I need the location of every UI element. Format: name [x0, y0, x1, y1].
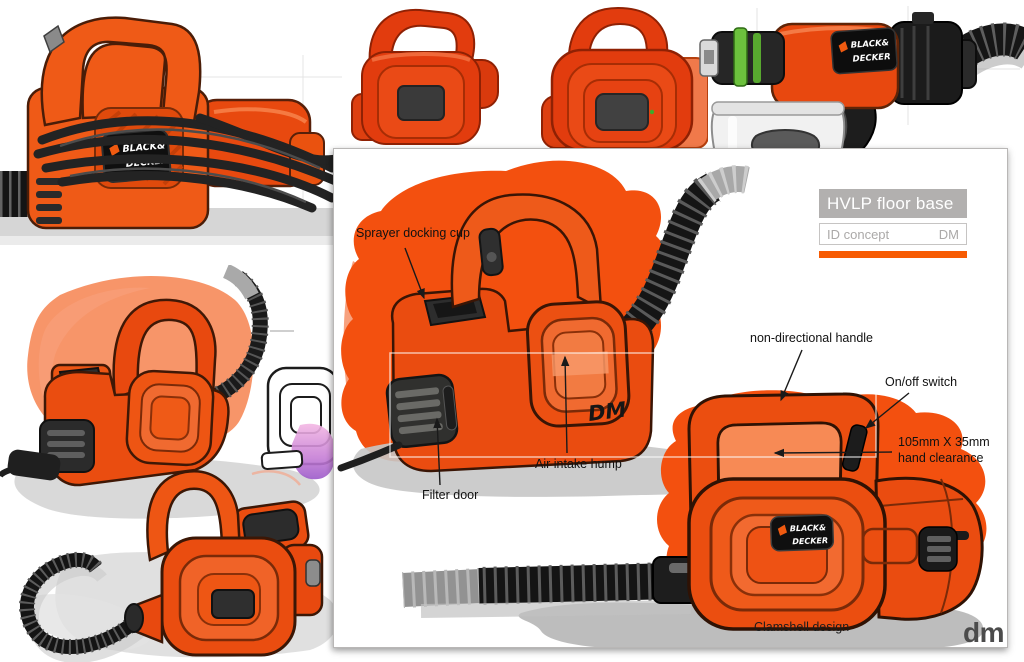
logo-text: DECKER — [852, 52, 891, 65]
nozzle — [7, 449, 61, 481]
leader-handle — [780, 349, 803, 402]
paint-cup — [710, 101, 846, 158]
label-sprayer-docking-cup: Sprayer docking cup — [356, 226, 470, 240]
leader-air-intake — [560, 355, 570, 454]
sheet-title: HVLP floor base — [819, 189, 967, 218]
carry-handle — [40, 16, 202, 127]
sketch-rear-annotated: BLACK& DECKER — [402, 390, 987, 647]
hand-clearance-line2: hand clearance — [898, 451, 984, 465]
title-block: HVLP floor base ID concept DM — [819, 189, 967, 258]
handle-tip — [43, 24, 65, 54]
logo-mark-icon — [777, 524, 787, 536]
leader-clearance — [773, 448, 893, 458]
label-non-directional-handle: non-directional handle — [750, 331, 874, 345]
black-decker-logo: BLACK& DECKER — [769, 514, 835, 552]
label-air-intake-hump: Air intake hump — [535, 457, 622, 471]
logo-mark-icon — [109, 143, 120, 157]
vent-slots — [36, 178, 62, 224]
leader-lines — [404, 247, 910, 486]
label-filter-door: Filter door — [422, 488, 479, 502]
dark-panel — [397, 85, 445, 121]
annotation-overlay: DM — [389, 247, 910, 486]
concept-panel: BLACK& DECKER — [333, 148, 1008, 648]
front-ring — [125, 369, 215, 467]
sketch-front-view-hose — [18, 470, 339, 662]
leader-filter-door — [433, 417, 442, 486]
cord-highlight — [59, 128, 321, 204]
corner-signature: dm — [963, 617, 1005, 648]
render-front — [541, 6, 708, 150]
handle-button — [478, 227, 504, 277]
power-cord — [337, 441, 403, 472]
vent-latch — [918, 526, 969, 572]
filter-door — [385, 373, 459, 449]
hose-ghost — [222, 265, 259, 300]
carry-handle — [450, 193, 603, 312]
leader-docking-cup — [404, 247, 425, 300]
rear-collar — [889, 12, 977, 105]
render-three-quarter — [351, 8, 499, 145]
project-label: ID concept — [827, 226, 890, 242]
logo-text: BLACK& — [790, 523, 827, 533]
hose — [478, 563, 674, 604]
label-clamshell-design: Clamshell design — [754, 620, 850, 634]
logo-text: BLACK& — [850, 38, 889, 51]
handwritten-signature: DM — [587, 397, 628, 426]
sketch-sprayer-gun: BLACK& DECKER — [699, 6, 1024, 158]
front-barrel — [711, 31, 785, 85]
hose — [620, 173, 721, 342]
hand-clearance-line1: 105mm X 35mm — [898, 435, 990, 449]
latch — [305, 559, 321, 587]
logo-mark-icon — [838, 41, 848, 53]
sheet-subtitle-row: ID concept DM — [819, 223, 967, 245]
power-cord — [33, 113, 345, 213]
led-dot — [649, 109, 655, 115]
hand-clearance-opening — [716, 421, 843, 495]
designer-initials: DM — [938, 226, 959, 242]
fit-box — [389, 352, 877, 458]
green-ring — [733, 27, 748, 87]
dark-panel — [595, 93, 649, 131]
logo-text: DECKER — [792, 536, 828, 546]
ghost-line — [251, 470, 301, 486]
label-on-off-switch: On/off switch — [885, 375, 958, 389]
color-test-blob — [291, 423, 335, 480]
accent-bar — [819, 251, 967, 258]
on-off-switch — [841, 424, 868, 472]
faint-note — [270, 330, 294, 332]
leader-switch — [864, 392, 910, 429]
black-decker-logo: BLACK& DECKER — [830, 27, 898, 75]
green-ring — [753, 33, 761, 83]
label-hand-clearance: 105mm X 35mm hand clearance — [898, 434, 990, 466]
carry-handle — [112, 298, 217, 400]
dark-panel — [211, 589, 255, 619]
sketch-floor-base-cord-wrap: BLACK& DECKER — [0, 16, 345, 245]
sketch-line-art — [260, 330, 335, 480]
